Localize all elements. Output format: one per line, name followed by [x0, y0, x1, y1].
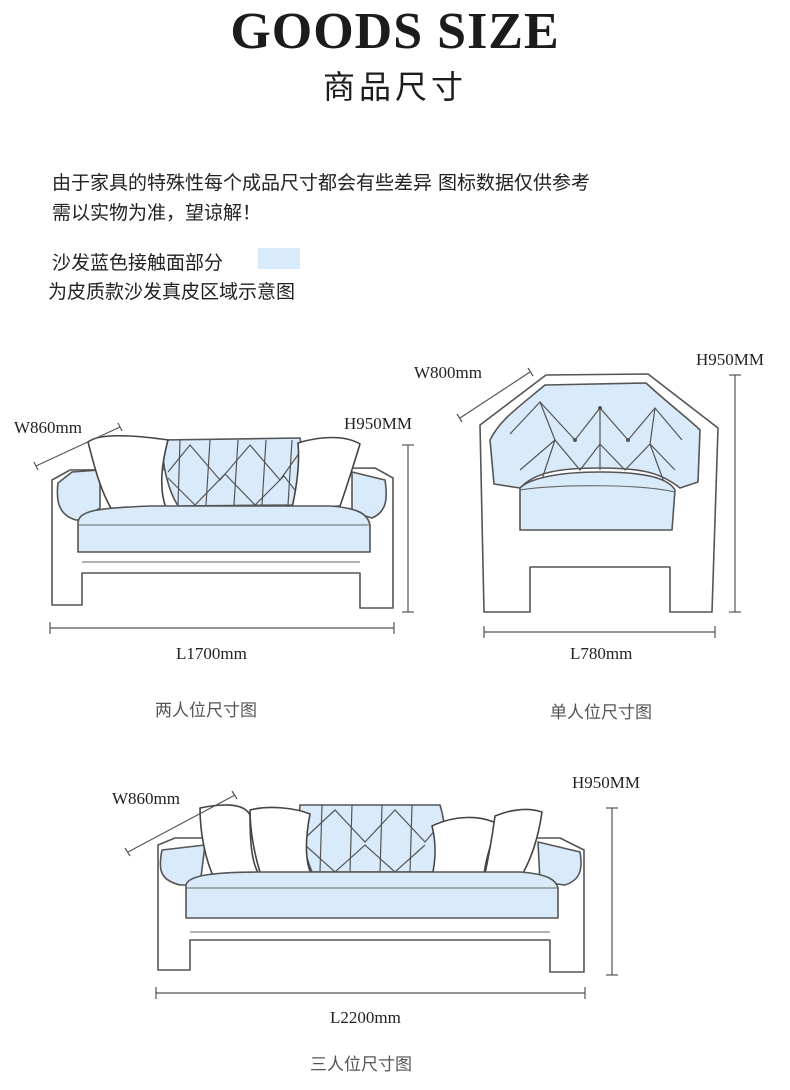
- single-seat-sofa-drawing: [456, 367, 741, 638]
- two-seat-caption: 两人位尺寸图: [155, 701, 257, 721]
- three-seat-sofa-drawing: [124, 790, 618, 999]
- two-seat-sofa-drawing: [33, 422, 414, 634]
- legend-blue-label: 沙发蓝色接触面部分: [52, 252, 224, 274]
- disclaimer-line-1: 由于家具的特殊性每个成品尺寸都会有些差异 图标数据仅供参考: [52, 172, 591, 194]
- two-seat-height-label: H950MM: [344, 414, 413, 433]
- page-subtitle: 商品尺寸: [322, 68, 467, 106]
- single-seat-height-label: H950MM: [696, 350, 765, 369]
- disclaimer-line-2: 需以实物为准，望谅解！: [52, 202, 262, 224]
- three-seat-length-label: L2200mm: [330, 1008, 401, 1027]
- legend-color-swatch: [258, 248, 300, 269]
- two-seat-length-label: L1700mm: [176, 644, 247, 663]
- page-title: GOODS SIZE: [230, 3, 560, 60]
- single-seat-width-label: W800mm: [414, 363, 482, 382]
- three-seat-width-label: W860mm: [112, 789, 180, 808]
- two-seat-width-label: W860mm: [14, 418, 82, 437]
- legend-leather-label: 为皮质款沙发真皮区域示意图: [48, 281, 296, 303]
- single-seat-caption: 单人位尺寸图: [550, 703, 652, 723]
- three-seat-height-label: H950MM: [572, 773, 641, 792]
- three-seat-caption: 三人位尺寸图: [310, 1055, 412, 1075]
- single-seat-length-label: L780mm: [570, 644, 633, 663]
